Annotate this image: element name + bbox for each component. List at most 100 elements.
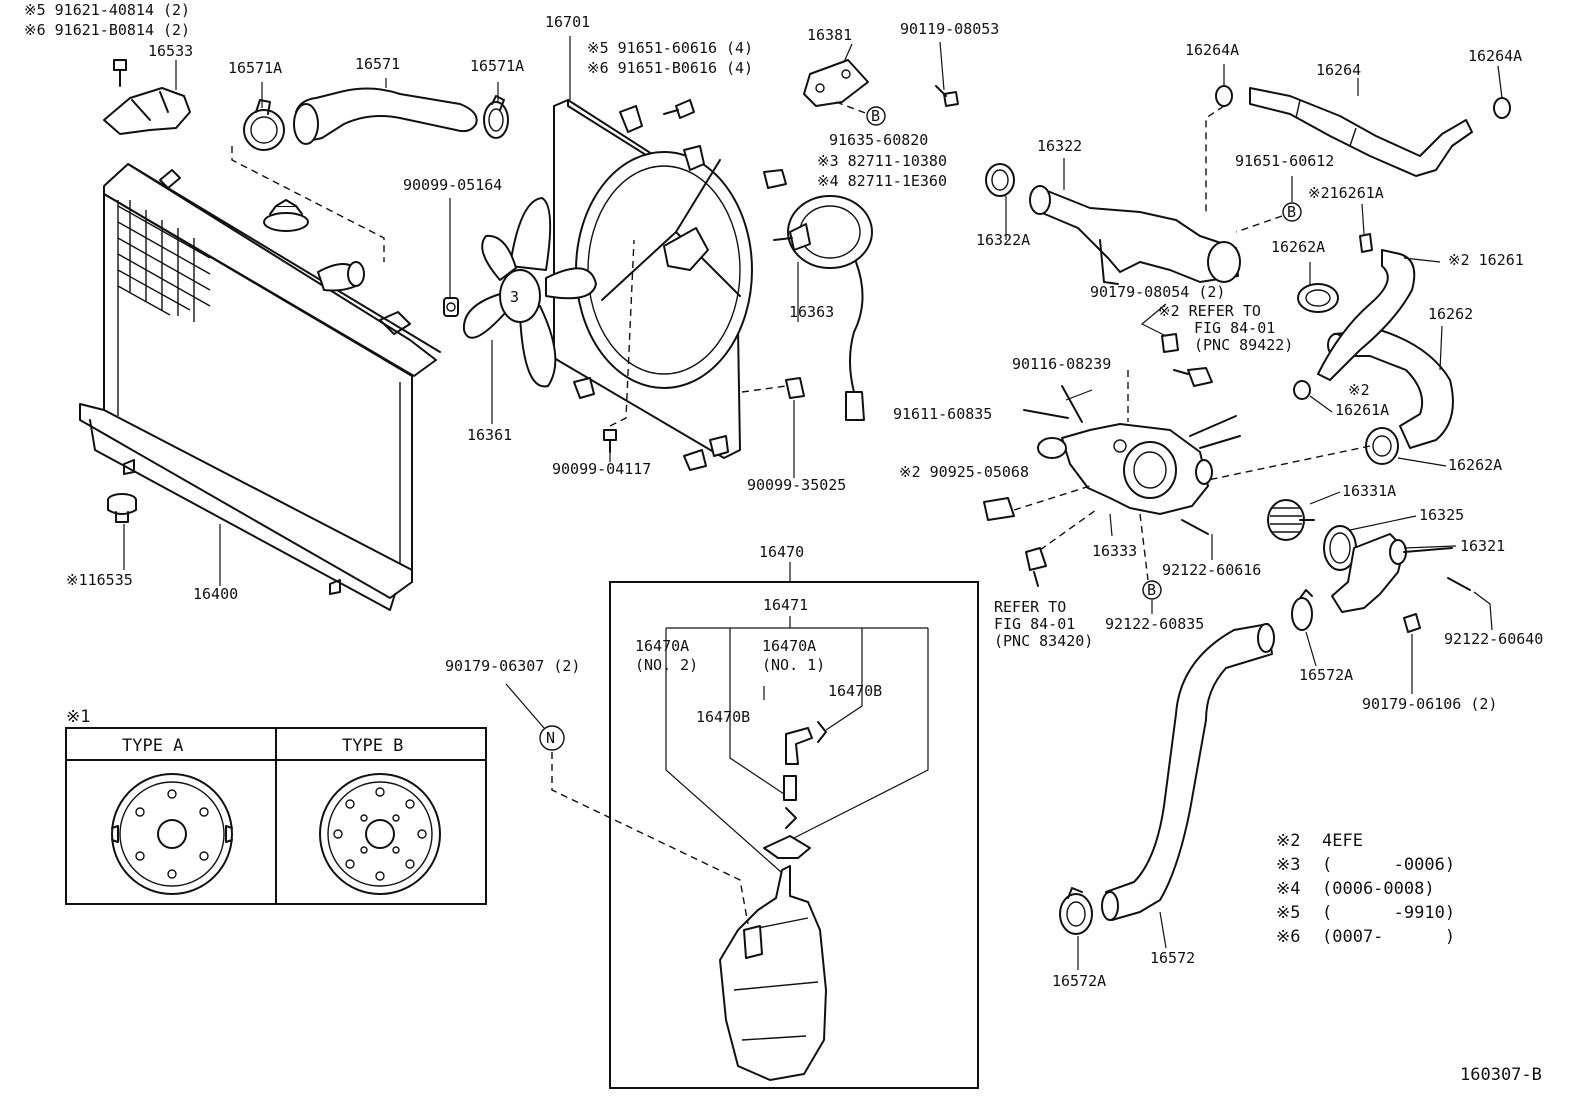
note-marker: ※5	[1276, 903, 1300, 923]
inset-cap-types: ※1 TYPE A TYPE B	[65, 707, 487, 905]
stud-bolt-92122-60616[interactable]	[1181, 519, 1209, 535]
hose-clamp-16264A-left[interactable]	[1215, 85, 1233, 107]
fan-hub-mark: 3	[510, 288, 519, 306]
callout-label: 90099-35025	[747, 476, 846, 494]
fan-nut[interactable]	[443, 297, 459, 317]
reservoir-tank[interactable]	[719, 865, 827, 1081]
hose-clamp-16261A-top[interactable]	[1359, 233, 1373, 253]
callout-label: 16264A	[1468, 47, 1522, 65]
callout-label: 16471	[763, 596, 808, 614]
stud-bolt-92122-60640[interactable]	[1447, 577, 1471, 591]
reservoir-clamp-16470B[interactable]	[817, 721, 827, 743]
callout-label: 16261A	[1335, 401, 1389, 419]
hose-clamp-16262A-top[interactable]	[1297, 283, 1339, 313]
callout-label: 91635-60820	[829, 131, 928, 149]
fan-shroud[interactable]	[553, 99, 753, 471]
callout-label: 90099-05164	[403, 176, 502, 194]
callout-label: ※2 16261	[1448, 251, 1524, 269]
callout-label: 16571	[355, 55, 400, 73]
callout-label: 16381	[807, 26, 852, 44]
hose-clamp-16572A-bottom[interactable]	[1059, 887, 1093, 935]
hose-clamp-16571A-right[interactable]	[483, 95, 509, 139]
callout-label: 92122-60616	[1162, 561, 1261, 579]
note-text: ( -0006)	[1322, 855, 1455, 875]
callout-label: (NO. 1)	[762, 656, 825, 674]
motor-bracket[interactable]	[803, 59, 869, 107]
note-marker: ※2	[1276, 831, 1300, 851]
callout-label: 16322	[1037, 137, 1082, 155]
shroud-clip-90099-35025[interactable]	[785, 377, 805, 399]
hose-clamp-16264A-right[interactable]	[1493, 97, 1511, 119]
cooling-fan[interactable]: 3	[462, 197, 597, 388]
hose-clamp-16262A-lower[interactable]	[1365, 427, 1399, 465]
callout-label: FIG 84-01	[1194, 319, 1275, 337]
stud-bolt-90116-08239[interactable]	[1061, 385, 1083, 423]
svg-text:B: B	[871, 107, 880, 125]
callout-label: 90179-06106 (2)	[1362, 695, 1497, 713]
sensor-ref-89422[interactable]	[1173, 367, 1213, 387]
callout-label: 16470A	[635, 637, 689, 655]
hose-link-dashed	[231, 146, 385, 262]
callout-label: 92122-60640	[1444, 630, 1543, 648]
thermostat[interactable]	[1267, 499, 1315, 541]
motor-connector[interactable]	[763, 169, 787, 189]
lower-radiator-hose[interactable]	[1101, 623, 1275, 921]
water-outlet-pipe[interactable]	[1029, 185, 1241, 285]
callout-label: (NO. 2)	[635, 656, 698, 674]
stud-bolt-91611-60835[interactable]	[1023, 409, 1069, 419]
callout-label: 16361	[467, 426, 512, 444]
callout-label: 16322A	[976, 231, 1030, 249]
hose-clamp-16572A-top[interactable]	[1291, 589, 1313, 631]
callout-label: ※116535	[66, 571, 133, 589]
reservoir-cap-16471[interactable]	[763, 807, 811, 859]
hose-clamp-16261A-lower[interactable]	[1293, 380, 1311, 400]
callout-label: 16572	[1150, 949, 1195, 967]
callout-label: 16325	[1419, 506, 1464, 524]
callout-label: 16572A	[1299, 666, 1353, 684]
heater-hose-16261[interactable]	[1317, 249, 1416, 381]
outlet-gasket-16322A[interactable]	[985, 163, 1015, 197]
callout-label: 16321	[1460, 537, 1505, 555]
upper-radiator-hose[interactable]	[293, 87, 478, 145]
sensor-ref-83420[interactable]	[1025, 547, 1047, 587]
radiator-fin-hatch	[117, 200, 211, 322]
note-text: ( -9910)	[1322, 903, 1455, 923]
radiator[interactable]	[79, 163, 441, 611]
leader-lines-left	[123, 36, 945, 586]
bolt-90179-08054[interactable]	[1161, 333, 1179, 353]
callout-label: REFER TO	[994, 598, 1066, 616]
callout-label: 90179-06307 (2)	[445, 657, 580, 675]
hose-clamp-16571A-left[interactable]	[243, 99, 285, 151]
callout-label: 16363	[789, 303, 834, 321]
radiator-support-bracket[interactable]	[103, 59, 191, 135]
note-marker: ※4	[1276, 879, 1300, 899]
drain-plug[interactable]	[107, 493, 137, 523]
note-text: (0007- )	[1322, 927, 1455, 947]
radiator-cap[interactable]	[263, 199, 309, 232]
water-inlet-16321[interactable]	[1331, 533, 1453, 613]
shroud-bolt[interactable]	[663, 99, 695, 119]
callout-label: 16470B	[828, 682, 882, 700]
water-inlet-housing[interactable]	[1037, 415, 1241, 515]
svg-text:B: B	[1147, 581, 1156, 599]
callout-label: ※6 91651-B0616 (4)	[587, 59, 753, 77]
bypass-hose-16264[interactable]	[1249, 87, 1473, 177]
sensor-90925-05068[interactable]	[983, 497, 1015, 521]
bracket-bolt[interactable]	[935, 85, 959, 107]
callout-label: ※6 91621-B0814 (2)	[24, 21, 190, 39]
callout-label: 92122-60835	[1105, 615, 1204, 633]
callout-label: 16571A	[228, 59, 282, 77]
callout-label: 16701	[545, 13, 590, 31]
reservoir-hose-16470A-no1[interactable]	[783, 775, 797, 801]
callout-label: 16572A	[1052, 972, 1106, 990]
inset-label: ※1	[66, 707, 90, 727]
nut-90179-06106[interactable]	[1403, 613, 1421, 633]
callout-label: 16333	[1092, 542, 1137, 560]
reservoir-hose-16470B[interactable]	[785, 727, 813, 765]
shroud-screw-90099-04117[interactable]	[603, 429, 617, 453]
callout-label: (PNC 89422)	[1194, 336, 1293, 354]
thermostat-gasket[interactable]	[1323, 525, 1357, 571]
fan-motor[interactable]	[773, 195, 873, 421]
figure-code: 160307-B	[1460, 1065, 1542, 1085]
